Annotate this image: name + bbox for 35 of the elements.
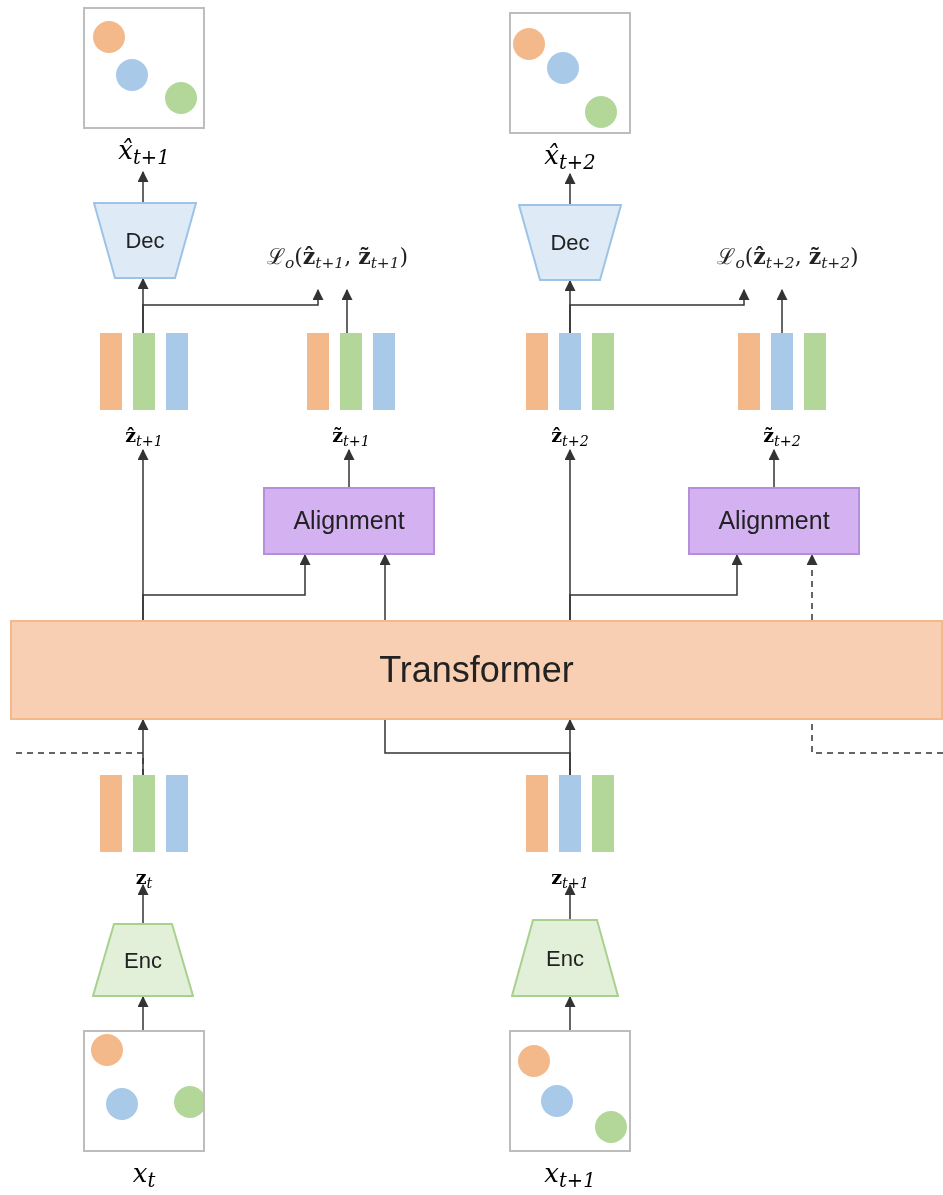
arrow bbox=[776, 288, 788, 334]
block-label: Enc bbox=[546, 944, 584, 973]
math-label: z$_{t}$ bbox=[135, 868, 153, 887]
math-label: ẑ$_{t+2}$ bbox=[551, 426, 589, 445]
math-label: z$_{t+1}$ bbox=[551, 868, 589, 887]
math-label: x$_{t+1}$ bbox=[544, 1160, 596, 1186]
math-label: x̂$_{t+2}$ bbox=[544, 142, 596, 168]
arrow bbox=[137, 170, 149, 203]
math-label: x̂$_{t+1}$ bbox=[118, 137, 170, 163]
block-label: Dec bbox=[125, 227, 165, 255]
arrow bbox=[768, 448, 780, 488]
arrow bbox=[137, 883, 149, 924]
alignment-box: Alignment bbox=[263, 487, 435, 555]
arrow bbox=[569, 288, 750, 334]
arrow bbox=[343, 448, 355, 488]
arrow bbox=[379, 553, 391, 621]
arrow bbox=[564, 883, 576, 920]
math-label: ẑ$_{t+1}$ bbox=[125, 426, 163, 445]
block-label: Enc bbox=[124, 946, 162, 975]
arrow bbox=[137, 995, 149, 1031]
block-label: Dec bbox=[550, 229, 590, 257]
loss-formula: ℒ$_{o}$(ẑ$_{t+2}$, z̃$_{t+2}$) bbox=[717, 245, 859, 268]
arrow bbox=[564, 172, 576, 205]
arrow bbox=[569, 553, 743, 621]
math-label: z̃$_{t+2}$ bbox=[763, 426, 801, 445]
arrow bbox=[806, 553, 818, 621]
math-label: x$_{t}$ bbox=[132, 1160, 156, 1186]
transformer-box: Transformer bbox=[10, 620, 943, 720]
loss-formula: ℒ$_{o}$(ẑ$_{t+1}$, z̃$_{t+1}$) bbox=[266, 245, 409, 268]
alignment-box: Alignment bbox=[688, 487, 860, 555]
arrow bbox=[142, 553, 311, 621]
arrow bbox=[142, 288, 324, 334]
arrow bbox=[564, 995, 576, 1031]
math-label: z̃$_{t+1}$ bbox=[332, 426, 370, 445]
arrow bbox=[341, 288, 353, 334]
